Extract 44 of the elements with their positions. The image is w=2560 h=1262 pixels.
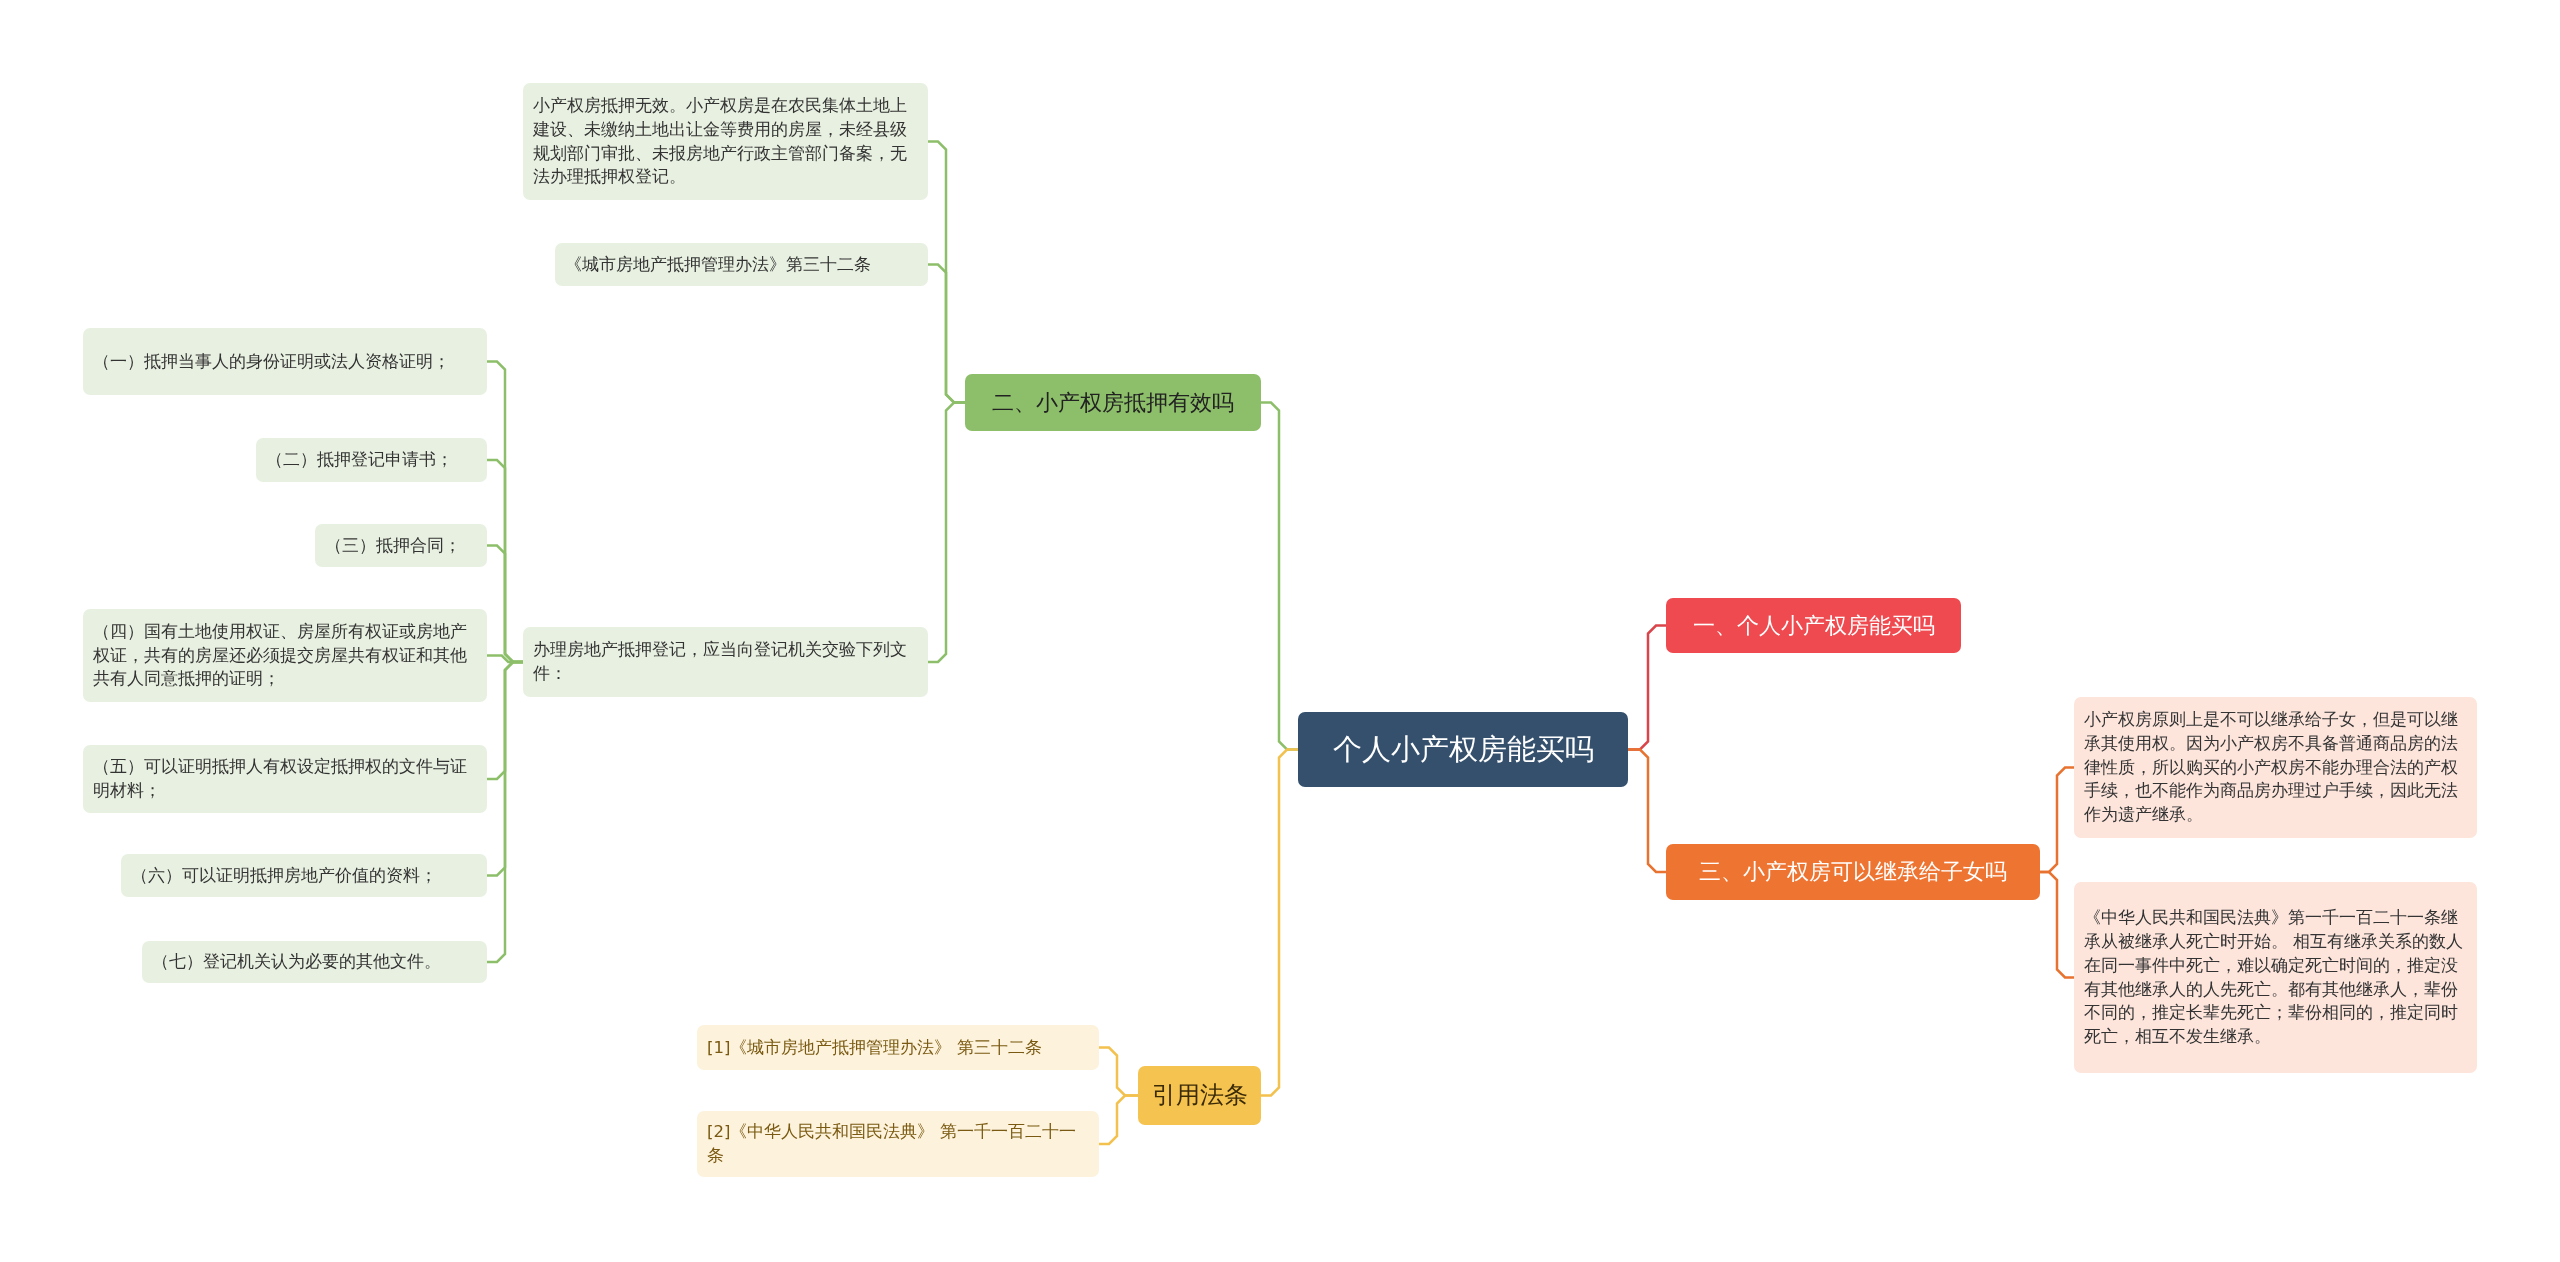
topic-text: （一）抵押当事人的身份证明或法人资格证明； <box>93 350 450 373</box>
connector-line <box>928 401 965 664</box>
subtopic-box <box>697 1111 1099 1177</box>
subtopic-box <box>555 243 928 286</box>
connector-line <box>1261 748 1298 1097</box>
topic-text: （七）登记机关认为必要的其他文件。 <box>152 951 441 974</box>
subtopic-box <box>2074 697 2477 838</box>
topic-text: 小产权房抵押无效。小产权房是在农民集体土地上建设、未缴纳土地出让金等费用的房屋，未经县级规划部门审批、未报房地产行政主管部门备案，无法办理抵押权登记。 <box>533 94 908 189</box>
connector-line <box>2040 870 2074 979</box>
topic-text: [2]《中华人民共和国民法典》 第一千一百二十一条 <box>707 1121 1077 1167</box>
topic-text: [1]《城市房地产抵押管理办法》 第三十二条 <box>707 1036 1042 1059</box>
branch-topic <box>1666 598 1961 653</box>
connector-line <box>487 660 523 964</box>
subtopic-box <box>83 609 487 702</box>
connector-line <box>1628 748 1666 874</box>
subtopic-box <box>2074 882 2477 1073</box>
topic-text: 《中华人民共和国民法典》第一千一百二十一条继承从被继承人死亡时开始。 相互有继承关系的数人在同一事件中死亡，难以确定死亡时间的，推定没有其他继承人的人先死亡。都有其他继承人，辈份不同的，推定长辈先死亡；辈份相同的，推定同时死亡，相互不发生继承。 <box>2084 906 2465 1049</box>
subtopic-box <box>315 524 487 567</box>
topic-text: 引用法条 <box>1151 1080 1248 1112</box>
connector-line <box>1099 1094 1138 1146</box>
topic-text: 三、小产权房可以继承给子女吗 <box>1699 858 2007 887</box>
topic-text: （二）抵押登记申请书； <box>266 449 453 472</box>
branch-topic <box>965 374 1261 431</box>
topic-text: 办理房地产抵押登记，应当向登记机关交验下列文件： <box>533 639 908 685</box>
topic-text: 二、小产权房抵押有效吗 <box>992 388 1234 417</box>
subtopic-box <box>697 1025 1099 1070</box>
subtopic-box <box>256 438 487 482</box>
subtopic-box <box>83 745 487 813</box>
subtopic-box <box>121 854 487 897</box>
topic-text: （四）国有土地使用权证、房屋所有权证或房地产权证，共有的房屋还必须提交房屋共有权证和其他共有人同意抵押的证明； <box>93 620 468 691</box>
topic-text: （三）抵押合同； <box>325 534 461 557</box>
subtopic-box <box>523 627 928 697</box>
branch-topic <box>1138 1066 1261 1125</box>
topic-text: 《城市房地产抵押管理办法》第三十二条 <box>565 253 871 276</box>
subtopic-box <box>142 941 487 983</box>
subtopic-box <box>523 83 928 200</box>
topic-text: 个人小产权房能买吗 <box>1332 731 1594 769</box>
subtopic-box <box>83 328 487 395</box>
topic-text: 一、个人小产权房能买吗 <box>1692 611 1935 640</box>
topic-text: （五）可以证明抵押人有权设定抵押权的文件与证明材料； <box>93 756 468 802</box>
topic-text: （六）可以证明抵押房地产价值的资料； <box>131 864 437 887</box>
topic-text: 小产权房原则上是不可以继承给子女，但是可以继承其使用权。因为小产权房不具备普通商品房的法律性质，所以购买的小产权房不能办理合法的产权手续，也不能作为商品房办理过户手续，因此无法作为遗产继承。 <box>2084 708 2459 827</box>
central-topic <box>1298 712 1628 787</box>
branch-topic <box>1666 844 2040 900</box>
